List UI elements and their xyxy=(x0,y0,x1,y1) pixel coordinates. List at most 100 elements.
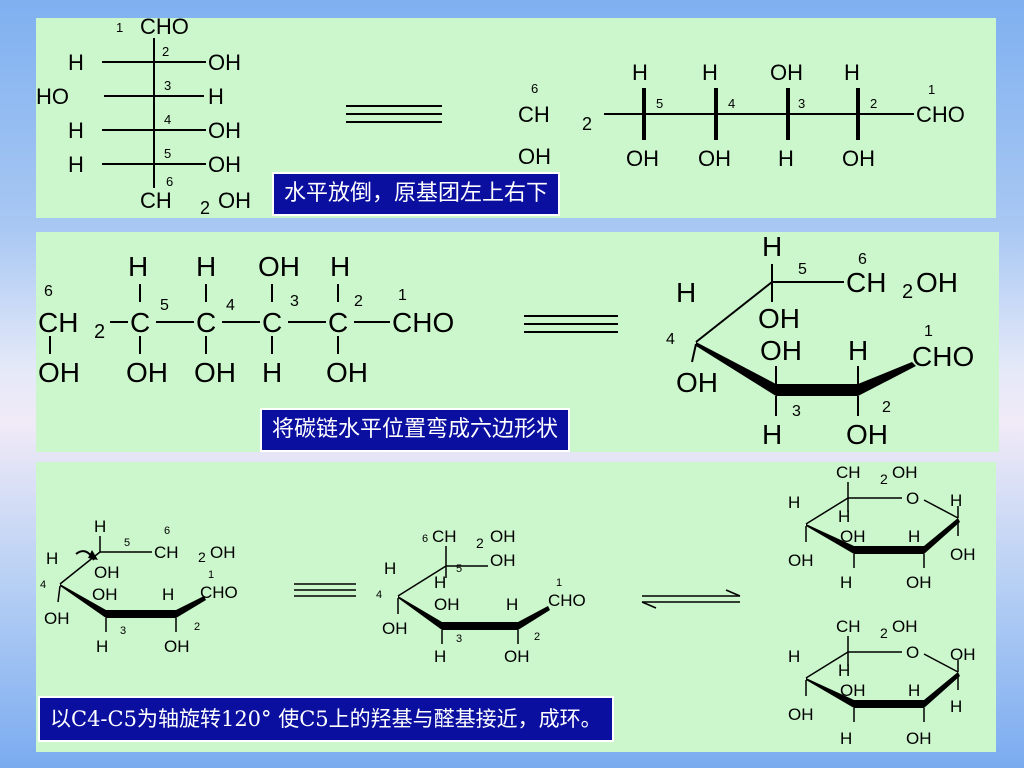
ringA-c6-oh: OH xyxy=(892,463,918,482)
chain1-c2-oh: OH xyxy=(842,146,875,171)
ringB-c2-oh: OH xyxy=(906,729,932,748)
chain2-c6-sub2: 2 xyxy=(94,321,105,343)
chain2-c5: C xyxy=(130,307,150,338)
equilibrium-icon xyxy=(641,589,741,609)
s3a-c3-oh: OH xyxy=(92,585,118,604)
structure-before-rotation: H 5 6 CH 2 OH OH H 4 OH OH H 1 CHO 3 H xyxy=(40,517,238,656)
fischer-c6-sub2: 2 xyxy=(200,198,210,218)
s3b-c6-oh: OH xyxy=(490,527,516,546)
chain1-c6-ch: CH xyxy=(518,102,550,127)
s3b-c4-oh: OH xyxy=(382,619,408,638)
panel-chain-to-hexagon: 6 CH 2 OH C H OH 5 C H OH 4 C OH H 3 xyxy=(36,231,999,452)
ringA-c2-oh: OH xyxy=(906,573,932,592)
ringB-c6-oh: OH xyxy=(892,617,918,636)
ringB-c6-sub2: 2 xyxy=(880,625,888,641)
fischer-c5-h: H xyxy=(68,152,84,177)
ringB-c1-oh: OH xyxy=(950,645,976,664)
s3a-c4-h: H xyxy=(46,549,58,568)
chain2-c3-h: H xyxy=(262,357,282,388)
hex2-num-2: 2 xyxy=(882,399,891,416)
s3a-c3-h: H xyxy=(96,637,108,656)
hex2-c5-oh: OH xyxy=(758,303,800,334)
s3a-c5-oh: OH xyxy=(94,563,120,582)
hex2-c6-oh: OH xyxy=(916,267,958,298)
chain1-num-6: 6 xyxy=(531,81,538,96)
hex2-num-1: 1 xyxy=(924,323,933,340)
chain2-c2-h: H xyxy=(330,251,350,282)
s3a-num-4: 4 xyxy=(40,579,46,591)
hex2-num-5: 5 xyxy=(798,261,807,278)
chain1-num-4: 4 xyxy=(728,96,735,111)
s3b-c5-oh: OH xyxy=(490,551,516,570)
s3a-num-1: 1 xyxy=(208,569,214,581)
ringA-c1-oh: OH xyxy=(950,545,976,564)
ring-form-lower: CH 2 OH O H H OH OH H OH H H OH xyxy=(788,617,976,748)
fischer-c4-h: H xyxy=(68,118,84,143)
s3a-num-6: 6 xyxy=(164,525,170,537)
chain2-c4: C xyxy=(196,307,216,338)
chain1-c3-h: H xyxy=(778,146,794,171)
ringA-c6-ch: CH xyxy=(836,463,861,482)
ringB-c1-h: H xyxy=(950,697,962,716)
ringA-ring-o: O xyxy=(906,489,919,508)
fischer-projection: 1 CHO 2 3 4 5 6 H OH HO H H OH H OH CH 2… xyxy=(36,14,251,218)
fischer-num-5: 5 xyxy=(164,146,171,161)
chain1-c6-oh: OH xyxy=(518,144,551,169)
chain1-c2-h: H xyxy=(844,60,860,85)
chain2-num-1: 1 xyxy=(398,287,407,304)
fischer-num-6: 6 xyxy=(166,174,173,189)
ringB-c5-h: H xyxy=(838,661,850,680)
ringB-c3-oh: OH xyxy=(840,681,866,700)
chain1-c6-sub2: 2 xyxy=(582,114,592,134)
ringB-c2-h: H xyxy=(908,681,920,700)
ringB-c4-h: H xyxy=(788,647,800,666)
ringB-c4-oh: OH xyxy=(788,705,814,724)
caption-step3: 以C4-C5为轴旋转120° 使C5上的羟基与醛基接近，成环。 xyxy=(38,696,614,742)
s3a-c6-ch: CH xyxy=(154,543,179,562)
s3b-c2-oh: OH xyxy=(504,647,530,666)
s3a-num-3: 3 xyxy=(120,625,126,637)
horizontal-chain: 6 CH 2 OH H 5 OH H 4 OH OH 3 H H 2 OH 1 … xyxy=(518,60,965,171)
fischer-c2-h: H xyxy=(68,50,84,75)
s3b-num-3: 3 xyxy=(456,633,462,645)
s3b-c6-ch: CH xyxy=(432,527,457,546)
chain2-num-5: 5 xyxy=(160,297,169,314)
fischer-num-4: 4 xyxy=(164,112,171,127)
hex2-c2-oh: OH xyxy=(846,419,888,450)
chain2-num-3: 3 xyxy=(290,293,299,310)
linear-chain-structure: 6 CH 2 OH C H OH 5 C H OH 4 C OH H 3 xyxy=(38,251,454,388)
ringA-c4-h: H xyxy=(788,493,800,512)
s3a-c5-h: H xyxy=(94,517,106,536)
panel-fischer-to-horizontal: 1 CHO 2 3 4 5 6 H OH HO H H OH H OH CH 2… xyxy=(36,14,996,218)
s3a-c4-oh: OH xyxy=(44,609,70,628)
s3b-num-5: 5 xyxy=(456,563,462,575)
s3a-num-5: 5 xyxy=(124,537,130,549)
hex2-num-6: 6 xyxy=(858,251,867,268)
s3b-num-6: 6 xyxy=(422,533,428,545)
chain1-c4-h: H xyxy=(702,60,718,85)
s3b-c5-h: H xyxy=(434,573,446,592)
s3b-num-2: 2 xyxy=(534,631,540,643)
s3b-num-4: 4 xyxy=(376,589,382,601)
ringB-c3-h: H xyxy=(840,729,852,748)
s3a-c6-oh: OH xyxy=(210,543,236,562)
hex2-c6-sub2: 2 xyxy=(902,281,913,303)
s3a-c2-h: H xyxy=(162,585,174,604)
fischer-num-3: 3 xyxy=(164,78,171,93)
equivalence-icon xyxy=(524,315,618,333)
fischer-horizontal-diagram: 1 CHO 2 3 4 5 6 H OH HO H H OH H OH CH 2… xyxy=(36,14,965,218)
hex2-c3-h: H xyxy=(762,419,782,450)
chain2-c6-oh: OH xyxy=(38,357,80,388)
chain1-num-2: 2 xyxy=(870,96,877,111)
chain2-num-2: 2 xyxy=(354,293,363,310)
fischer-num-2: 2 xyxy=(162,44,169,59)
fischer-c3-ho: HO xyxy=(36,84,69,109)
ringA-c3-oh: OH xyxy=(840,527,866,546)
fischer-c5-oh: OH xyxy=(208,152,241,177)
chain2-c4-h: H xyxy=(196,251,216,282)
chain-hexagon-diagram: 6 CH 2 OH C H OH 5 C H OH 4 C OH H 3 xyxy=(38,231,974,450)
ring-form-upper: CH 2 OH O H H OH OH H H OH H OH xyxy=(788,463,976,592)
ringA-c3-h: H xyxy=(840,573,852,592)
chain2-c6-ch: CH xyxy=(38,307,78,338)
chain2-c4-oh: OH xyxy=(194,357,236,388)
